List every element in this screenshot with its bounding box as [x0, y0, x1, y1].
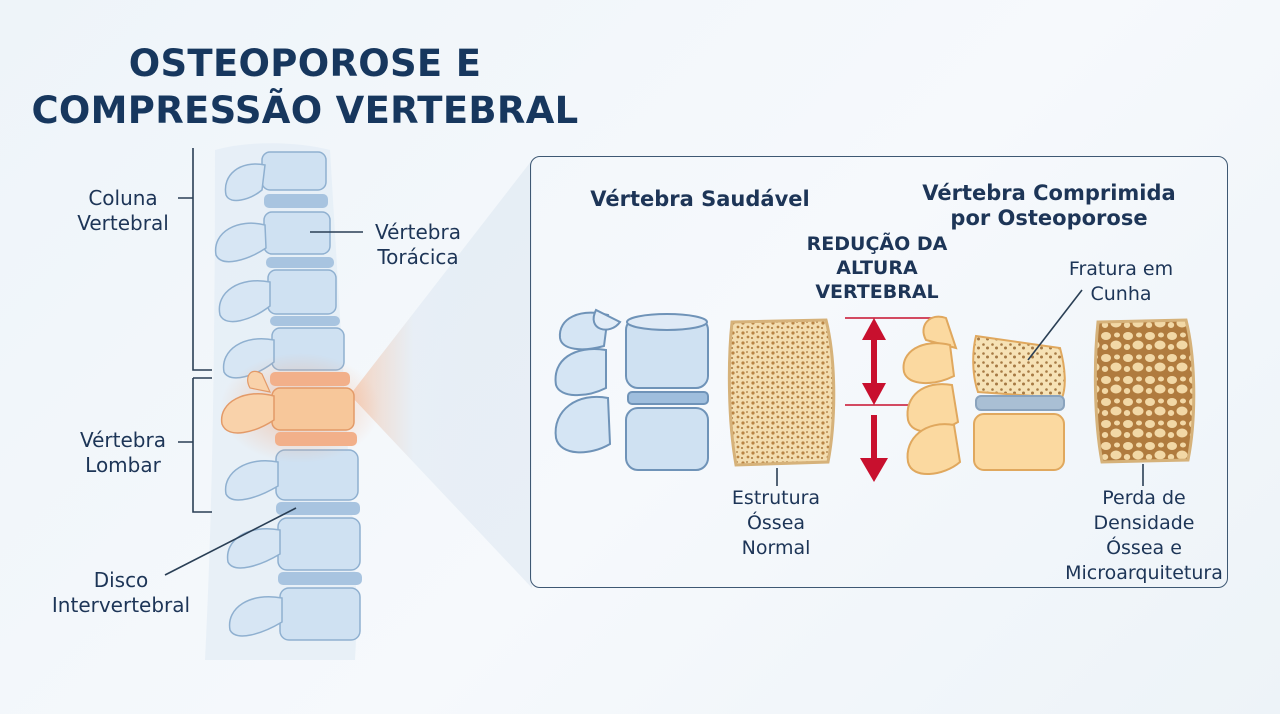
- title-line-1: OSTEOPOROSE E: [128, 42, 482, 85]
- spine-label-leaders: [164, 148, 363, 576]
- wedge-fracture-label: Fratura em Cunha: [1068, 258, 1174, 305]
- normal-structure-label: Estrutura Óssea Normal: [731, 487, 821, 559]
- spine: [205, 143, 380, 660]
- label-disco-intervertebral: Disco Intervertebral: [51, 568, 191, 617]
- zoom-beam: [350, 160, 532, 588]
- height-reduction-label: REDUÇÃO DA ALTURA VERTEBRAL: [806, 233, 948, 303]
- density-loss-label: Perda de Densidade Óssea e Microarquitet…: [1065, 487, 1223, 584]
- fracture-leader: [1027, 289, 1083, 361]
- page-title: OSTEOPOROSE E COMPRESSÃO VERTEBRAL: [0, 40, 610, 134]
- healthy-vertebra: [554, 308, 709, 471]
- compressed-vertebra: [902, 315, 1066, 476]
- normal-bone-section: [727, 318, 836, 486]
- title-line-2: COMPRESSÃO VERTEBRAL: [31, 89, 579, 132]
- compressed-vertebra-title: Vértebra Comprimida por Osteoporose: [922, 181, 1176, 230]
- healthy-vertebra-title: Vértebra Saudável: [590, 187, 810, 211]
- label-vertebra-toracica: Vértebra Torácica: [375, 220, 461, 269]
- label-coluna-vertebral: Coluna Vertebral: [77, 186, 169, 235]
- label-vertebra-lombar: Vértebra Lombar: [80, 428, 166, 477]
- detail-panel: [530, 156, 1228, 588]
- porous-bone-section: [1093, 318, 1196, 486]
